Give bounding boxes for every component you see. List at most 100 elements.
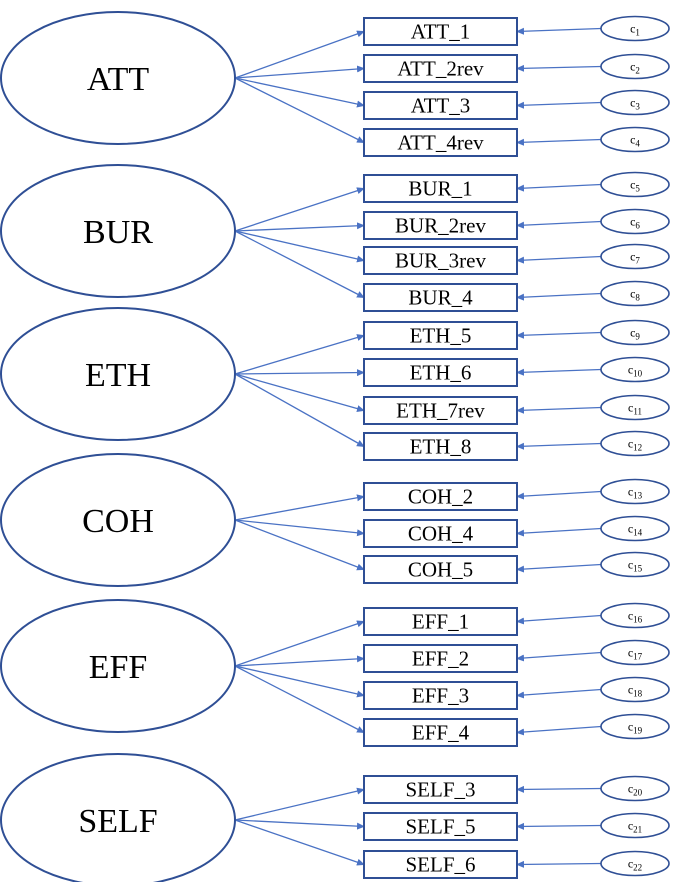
error-path-self-3 xyxy=(516,785,602,793)
error-path-eff-2 xyxy=(516,651,602,662)
error-c8-label: c8 xyxy=(630,287,640,303)
error-c16-ellipse xyxy=(600,602,670,629)
indicator-eth-6-label: ETH_6 xyxy=(410,361,472,385)
latent-bur-ellipse xyxy=(0,164,236,298)
error-path-eff-1 xyxy=(516,614,602,625)
error-path-coh-4 xyxy=(516,527,602,537)
loading-path-eff-1 xyxy=(234,620,365,667)
error-c15-ellipse xyxy=(600,551,670,578)
indicator-att-2rev-label: ATT_2rev xyxy=(397,57,484,81)
error-c9-ellipse xyxy=(600,319,670,346)
error-path-self-5 xyxy=(516,822,602,830)
indicator-coh-5-label: COH_5 xyxy=(408,558,473,582)
error-c5-ellipse xyxy=(600,171,670,198)
indicator-coh-2-label: COH_2 xyxy=(408,485,473,509)
loading-path-att-2rev xyxy=(234,65,365,79)
latent-coh-ellipse xyxy=(0,453,236,587)
indicator-bur-4-label: BUR_4 xyxy=(408,286,473,310)
loading-path-eth-8 xyxy=(234,373,365,448)
indicator-eth-6-box xyxy=(363,358,518,387)
error-c17-ellipse xyxy=(600,639,670,666)
error-c6-ellipse xyxy=(600,208,670,235)
indicator-self-3-label: SELF_3 xyxy=(405,778,475,802)
error-c21-label: c21 xyxy=(628,819,642,835)
error-c5-label: c5 xyxy=(630,178,640,194)
error-path-coh-5 xyxy=(516,563,602,573)
error-c20-label: c20 xyxy=(628,782,643,798)
error-c4-ellipse xyxy=(600,126,670,153)
indicator-eth-5-label: ETH_5 xyxy=(410,324,472,348)
indicator-bur-3rev-box xyxy=(363,246,518,275)
indicator-att-2rev-box xyxy=(363,54,518,83)
indicator-eff-4-box xyxy=(363,718,518,747)
error-c4-label: c4 xyxy=(630,133,640,149)
loading-path-self-3 xyxy=(234,787,365,821)
indicator-self-5-label: SELF_5 xyxy=(405,815,475,839)
error-c9-label: c9 xyxy=(630,326,640,342)
error-c15-label: c15 xyxy=(628,558,643,574)
error-c14-ellipse xyxy=(600,515,670,542)
indicator-bur-1-box xyxy=(363,174,518,203)
latent-bur-label: BUR xyxy=(83,214,153,251)
indicator-eth-8-box xyxy=(363,432,518,461)
paths-layer xyxy=(234,27,602,868)
indicator-bur-4-box xyxy=(363,283,518,312)
loading-path-bur-2rev xyxy=(234,222,365,232)
error-path-bur-4 xyxy=(516,292,602,301)
indicator-bur-1-label: BUR_1 xyxy=(408,177,472,201)
error-c3-ellipse xyxy=(600,89,670,116)
loading-path-att-1 xyxy=(234,30,365,79)
loading-path-coh-4 xyxy=(234,519,365,537)
error-c22-ellipse xyxy=(600,850,670,877)
error-c2-label: c2 xyxy=(630,60,640,76)
indicator-coh-4-label: COH_4 xyxy=(408,522,474,546)
error-c6-label: c6 xyxy=(630,215,640,231)
error-path-eth-8 xyxy=(516,442,602,450)
error-c13-label: c13 xyxy=(628,485,643,501)
loading-path-eff-4 xyxy=(234,665,365,734)
error-c8-ellipse xyxy=(600,280,670,307)
loading-path-eff-3 xyxy=(234,665,365,698)
loading-path-att-3 xyxy=(234,77,365,108)
loading-path-bur-4 xyxy=(234,230,365,299)
error-path-coh-2 xyxy=(516,490,602,500)
error-c14-label: c14 xyxy=(628,522,643,538)
error-c10-label: c10 xyxy=(628,363,643,379)
error-c2-ellipse xyxy=(600,53,670,80)
latent-att-label: ATT xyxy=(87,61,150,98)
loading-path-eth-5 xyxy=(234,334,365,375)
indicator-eff-3-label: EFF_3 xyxy=(412,684,469,708)
error-path-att-1 xyxy=(516,27,602,35)
latent-eth-ellipse xyxy=(0,307,236,441)
loading-path-self-6 xyxy=(234,819,365,866)
error-c21-ellipse xyxy=(600,812,670,839)
latent-self-ellipse xyxy=(0,753,236,882)
error-c19-ellipse xyxy=(600,713,670,740)
indicator-self-6-label: SELF_6 xyxy=(405,853,475,877)
indicator-eth-5-box xyxy=(363,321,518,350)
indicator-att-4rev-label: ATT_4rev xyxy=(397,131,484,155)
loading-path-eff-2 xyxy=(234,655,365,667)
error-path-eth-6 xyxy=(516,368,602,376)
indicator-bur-3rev-label: BUR_3rev xyxy=(395,249,486,273)
indicator-coh-4-box xyxy=(363,519,518,548)
indicator-eff-1-label: EFF_1 xyxy=(412,610,469,634)
error-path-bur-1 xyxy=(516,183,602,192)
indicator-eff-2-label: EFF_2 xyxy=(412,647,469,671)
indicator-att-3-label: ATT_3 xyxy=(411,94,471,118)
indicator-eff-1-box xyxy=(363,607,518,636)
indicator-eth-7rev-label: ETH_7rev xyxy=(396,399,485,423)
error-c20-ellipse xyxy=(600,775,670,802)
latent-coh-label: COH xyxy=(82,503,154,540)
latent-eff-ellipse xyxy=(0,599,236,733)
loading-path-coh-5 xyxy=(234,519,365,571)
error-c7-ellipse xyxy=(600,243,670,270)
error-c7-label: c7 xyxy=(630,250,640,266)
indicator-eff-3-box xyxy=(363,681,518,710)
error-c12-label: c12 xyxy=(628,437,642,453)
error-c3-label: c3 xyxy=(630,96,640,112)
indicator-self-5-box xyxy=(363,812,518,841)
error-path-att-4rev xyxy=(516,138,602,146)
error-c13-ellipse xyxy=(600,478,670,505)
